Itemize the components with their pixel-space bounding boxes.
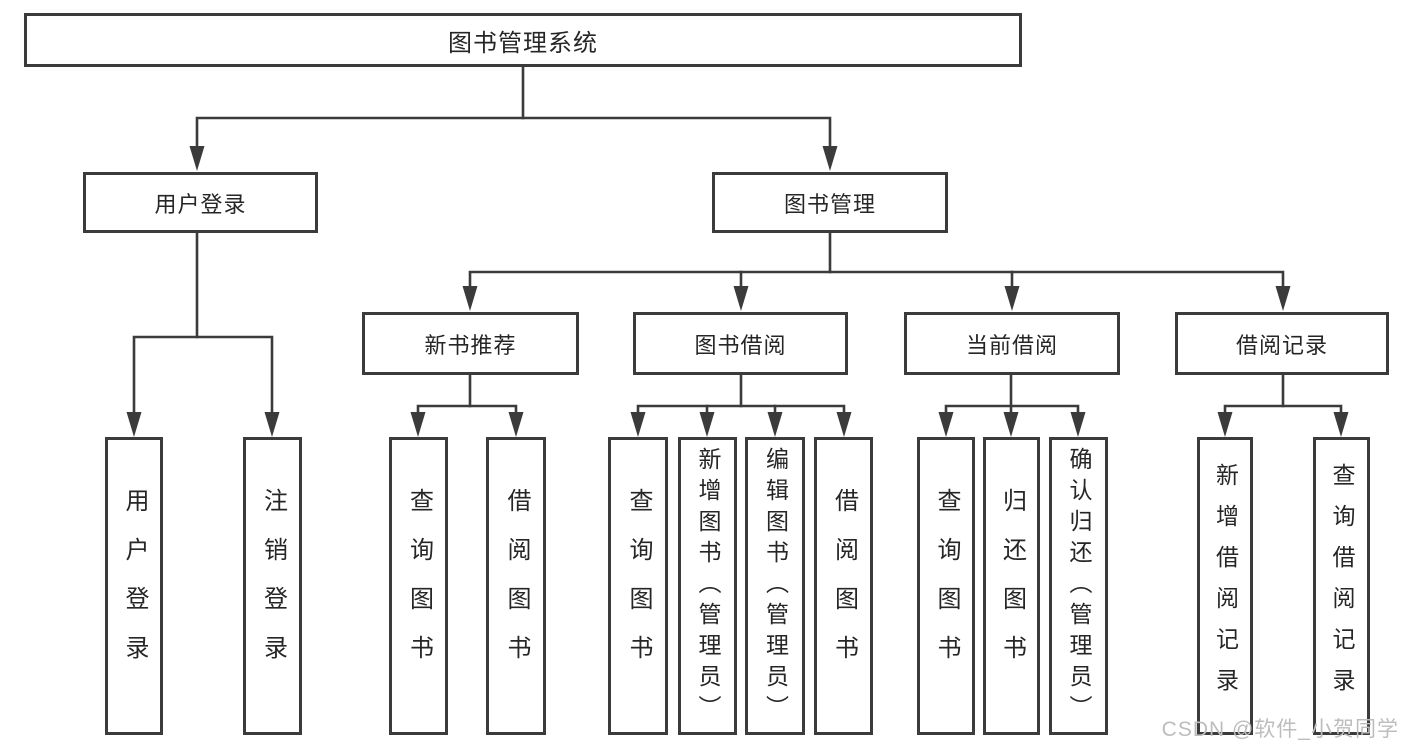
leaf-label: 新增借阅记录 (1212, 463, 1239, 709)
leaf-logout-label: 注销登录 (259, 488, 287, 684)
leaf-label: 编辑图书（管理员） (762, 446, 789, 726)
leaf-return-books: 归还图书 (983, 437, 1040, 735)
leaf-label: 借阅图书 (503, 488, 530, 684)
leaf-query-books-recommend: 查询图书 (389, 437, 448, 735)
leaf-add-borrow-record: 新增借阅记录 (1197, 437, 1253, 735)
leaf-add-books-admin: 新增图书（管理员） (678, 437, 737, 735)
leaf-query-borrow-record: 查询借阅记录 (1313, 437, 1370, 735)
node-borrowing-records: 借阅记录 (1175, 312, 1389, 375)
node-library-management-system: 图书管理系统 (24, 13, 1022, 67)
leaf-label: 确认归还（管理员） (1066, 446, 1092, 726)
leaf-label: 查询图书 (405, 488, 433, 684)
leaf-label: 查询借阅记录 (1329, 463, 1355, 709)
leaf-label: 借阅图书 (830, 488, 858, 684)
leaf-label: 新增图书（管理员） (695, 446, 721, 726)
leaf-label: 查询图书 (625, 488, 652, 684)
node-book-management: 图书管理 (712, 172, 948, 233)
node-current-borrowing: 当前借阅 (904, 312, 1120, 375)
arrow-down-icons (126, 146, 1349, 437)
leaf-label: 归还图书 (998, 488, 1026, 684)
leaf-logout: 注销登录 (243, 437, 302, 735)
leaf-confirm-return-admin: 确认归还（管理员） (1049, 437, 1108, 735)
node-user-login: 用户登录 (83, 172, 318, 233)
leaf-borrow-books-recommend: 借阅图书 (486, 437, 546, 735)
leaf-query-books-current: 查询图书 (917, 437, 975, 735)
leaf-query-books-borrowing: 查询图书 (608, 437, 668, 735)
leaf-user-login-label: 用户登录 (121, 488, 148, 684)
leaf-label: 查询图书 (933, 488, 960, 684)
leaf-edit-books-admin: 编辑图书（管理员） (745, 437, 805, 735)
node-book-borrowing: 图书借阅 (633, 312, 848, 375)
leaf-borrow-books: 借阅图书 (814, 437, 873, 735)
node-new-book-recommendation: 新书推荐 (362, 312, 579, 375)
leaf-user-login: 用户登录 (105, 437, 163, 735)
csdn-watermark: CSDN @软件_小贺同学 (1161, 718, 1399, 741)
